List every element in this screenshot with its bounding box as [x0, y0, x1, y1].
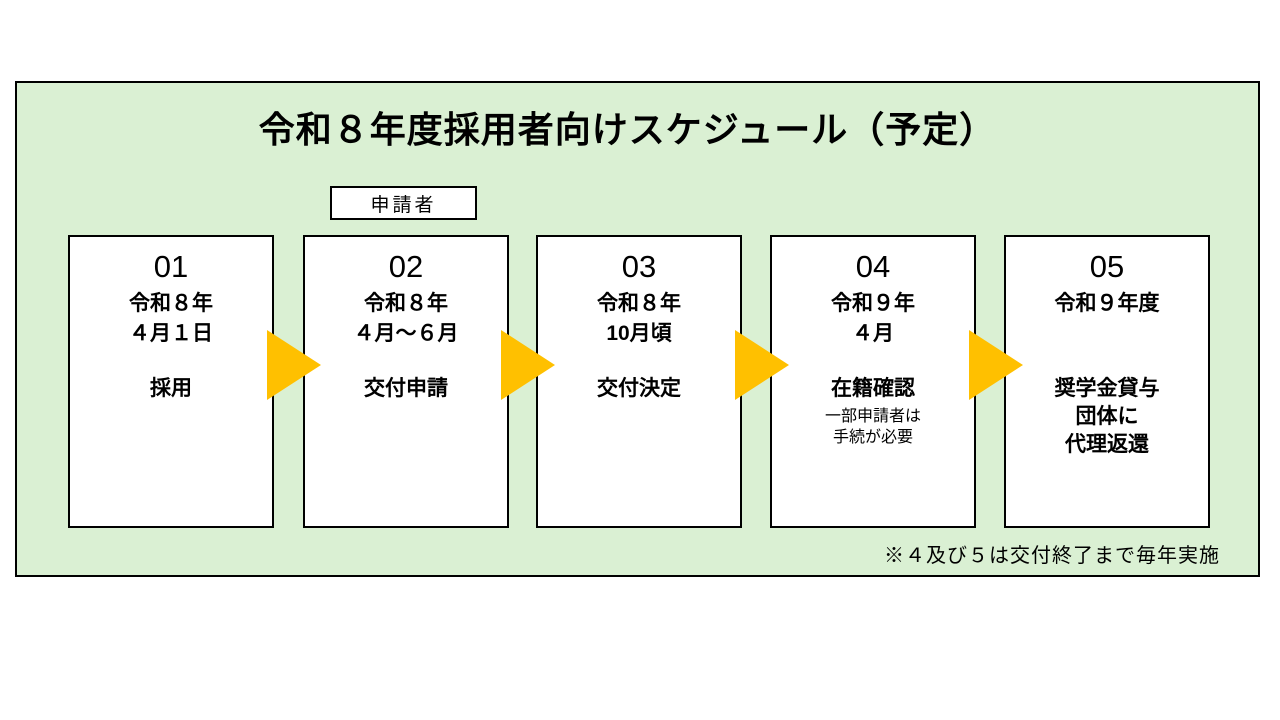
- step-action: 在籍確認: [831, 377, 915, 400]
- applicant-label-box: 申請者: [330, 186, 477, 220]
- step-action: 交付決定: [597, 377, 681, 400]
- step-date: 令和８年 10月頃: [597, 292, 681, 345]
- schedule-panel: 令和８年度採用者向けスケジュール（予定） 申請者 01 令和８年 ４月１日 採用…: [15, 81, 1260, 577]
- step-action: 交付申請: [364, 377, 448, 400]
- step-number: 01: [153, 249, 189, 284]
- step-box-01: 01 令和８年 ４月１日 採用: [68, 235, 274, 528]
- footnote: ※４及び５は交付終了まで毎年実施: [884, 545, 1220, 567]
- applicant-label: 申請者: [370, 194, 437, 216]
- step-date: 令和８年 ４月～６月: [353, 292, 459, 345]
- step-box-03: 03 令和８年 10月頃 交付決定: [536, 235, 742, 528]
- step-box-05: 05 令和９年度 奨学金貸与 団体に 代理返還: [1004, 235, 1210, 528]
- step-date: 令和９年度: [1054, 292, 1160, 315]
- step-number: 02: [388, 249, 424, 284]
- step-number: 03: [621, 249, 657, 284]
- step-note: 一部申請者は 手続が必要: [824, 408, 921, 446]
- step-date: 令和９年 ４月: [831, 292, 915, 345]
- step-number: 05: [1089, 249, 1125, 284]
- step-box-02: 02 令和８年 ４月～６月 交付申請: [303, 235, 509, 528]
- step-action: 採用: [150, 377, 192, 400]
- step-date: 令和８年 ４月１日: [129, 292, 213, 345]
- step-action: 奨学金貸与 団体に 代理返還: [1054, 377, 1160, 456]
- step-box-04: 04 令和９年 ４月 在籍確認 一部申請者は 手続が必要: [770, 235, 976, 528]
- step-number: 04: [855, 249, 891, 284]
- page-title: 令和８年度採用者向けスケジュール（予定）: [258, 109, 997, 150]
